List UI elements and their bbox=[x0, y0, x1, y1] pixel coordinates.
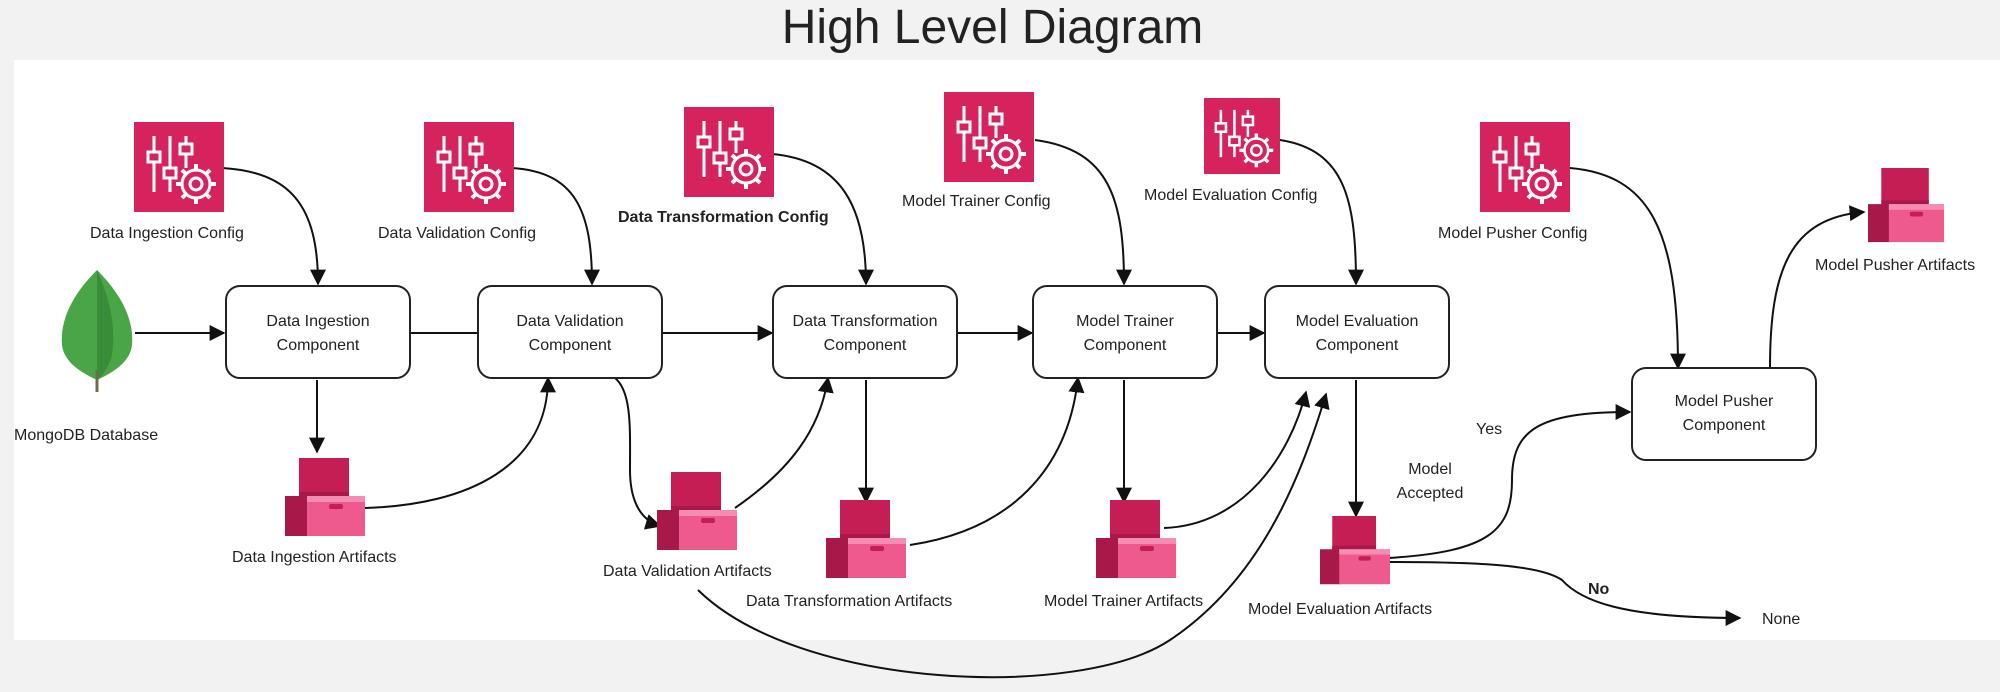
svg-text:Data Transformation: Data Transformation bbox=[793, 313, 938, 330]
edge-transformation-art-trainer bbox=[909, 376, 1085, 546]
data-validation-artifacts-label: Data Validation Artifacts bbox=[603, 563, 772, 580]
edge-accepted-no bbox=[1387, 561, 1742, 626]
model-pusher-config-label: Model Pusher Config bbox=[1438, 225, 1587, 242]
mongodb-leaf-icon bbox=[61, 270, 133, 392]
svg-text:Component: Component bbox=[1316, 337, 1399, 354]
data-transformation-config-label: Data Transformation Config bbox=[618, 209, 829, 226]
decision-no-label: No bbox=[1588, 581, 1610, 598]
model-pusher-component: Model Pusher Component bbox=[1631, 367, 1817, 461]
model-trainer-artifacts-label: Model Trainer Artifacts bbox=[1044, 593, 1203, 610]
data-transformation-config-icon bbox=[684, 107, 774, 197]
edge-config-validation bbox=[511, 167, 600, 286]
model-evaluation-config-icon bbox=[1204, 98, 1280, 174]
decision-question-line2: Accepted bbox=[1397, 485, 1464, 502]
model-pusher-config-icon bbox=[1480, 122, 1570, 212]
data-validation-config-icon bbox=[424, 122, 514, 212]
svg-text:Component: Component bbox=[824, 337, 907, 354]
data-ingestion-config-icon bbox=[134, 122, 224, 212]
edge-config-ingestion bbox=[221, 167, 326, 286]
svg-text:Model Trainer: Model Trainer bbox=[1076, 313, 1174, 330]
diagram-title: High Level Diagram bbox=[781, 1, 1204, 54]
svg-text:Component: Component bbox=[529, 337, 612, 354]
edge-config-evaluation bbox=[1279, 139, 1364, 286]
edge-validation-art-transformation bbox=[734, 376, 834, 509]
data-validation-artifacts-icon bbox=[657, 472, 737, 550]
svg-text:Component: Component bbox=[1084, 337, 1167, 354]
model-trainer-artifacts-icon bbox=[1096, 500, 1176, 578]
data-transformation-artifacts-label: Data Transformation Artifacts bbox=[746, 593, 952, 610]
model-evaluation-artifacts-label: Model Evaluation Artifacts bbox=[1248, 601, 1432, 618]
svg-text:Component: Component bbox=[1683, 417, 1766, 434]
mongodb-label: MongoDB Database bbox=[14, 427, 158, 444]
edges bbox=[135, 139, 1866, 679]
edge-trainer-art-evaluation bbox=[1163, 390, 1311, 529]
decision-question-line1: Model bbox=[1408, 461, 1452, 478]
edge-validation-art-evaluation bbox=[697, 392, 1330, 679]
edge-accepted-yes bbox=[1387, 404, 1632, 559]
model-evaluation-component: Model Evaluation Component bbox=[1264, 285, 1450, 379]
data-ingestion-artifacts-label: Data Ingestion Artifacts bbox=[232, 549, 397, 566]
data-validation-component: Data Validation Component bbox=[477, 285, 663, 379]
model-evaluation-config-label: Model Evaluation Config bbox=[1144, 187, 1317, 204]
svg-text:Data Validation: Data Validation bbox=[516, 313, 623, 330]
edge-config-trainer bbox=[1034, 139, 1132, 286]
model-pusher-artifacts-icon bbox=[1868, 168, 1944, 243]
model-trainer-component: Model Trainer Component bbox=[1032, 285, 1218, 379]
model-evaluation-artifacts-icon bbox=[1320, 516, 1390, 585]
decision-none-label: None bbox=[1762, 611, 1800, 628]
decision-yes-label: Yes bbox=[1476, 421, 1502, 438]
data-transformation-component: Data Transformation Component bbox=[772, 285, 958, 379]
edge-validation-artifacts bbox=[614, 377, 662, 530]
edge-pusher-artifacts bbox=[1769, 205, 1866, 369]
svg-text:Model Evaluation: Model Evaluation bbox=[1296, 313, 1419, 330]
data-ingestion-artifacts-icon bbox=[285, 458, 365, 536]
svg-text:Component: Component bbox=[277, 337, 360, 354]
edge-config-pusher bbox=[1569, 167, 1686, 370]
data-transformation-artifacts-icon bbox=[826, 500, 906, 578]
edge-ingestion-art-validation bbox=[364, 376, 556, 509]
data-validation-config-label: Data Validation Config bbox=[378, 225, 536, 242]
model-trainer-config-icon bbox=[944, 92, 1034, 182]
model-trainer-config-label: Model Trainer Config bbox=[902, 193, 1051, 210]
svg-text:Model Pusher: Model Pusher bbox=[1675, 393, 1774, 410]
edge-config-transformation bbox=[771, 153, 874, 286]
svg-text:Data Ingestion: Data Ingestion bbox=[266, 313, 369, 330]
data-ingestion-config-label: Data Ingestion Config bbox=[90, 225, 244, 242]
data-ingestion-component: Data Ingestion Component bbox=[225, 285, 411, 379]
model-pusher-artifacts-label: Model Pusher Artifacts bbox=[1815, 257, 1975, 274]
